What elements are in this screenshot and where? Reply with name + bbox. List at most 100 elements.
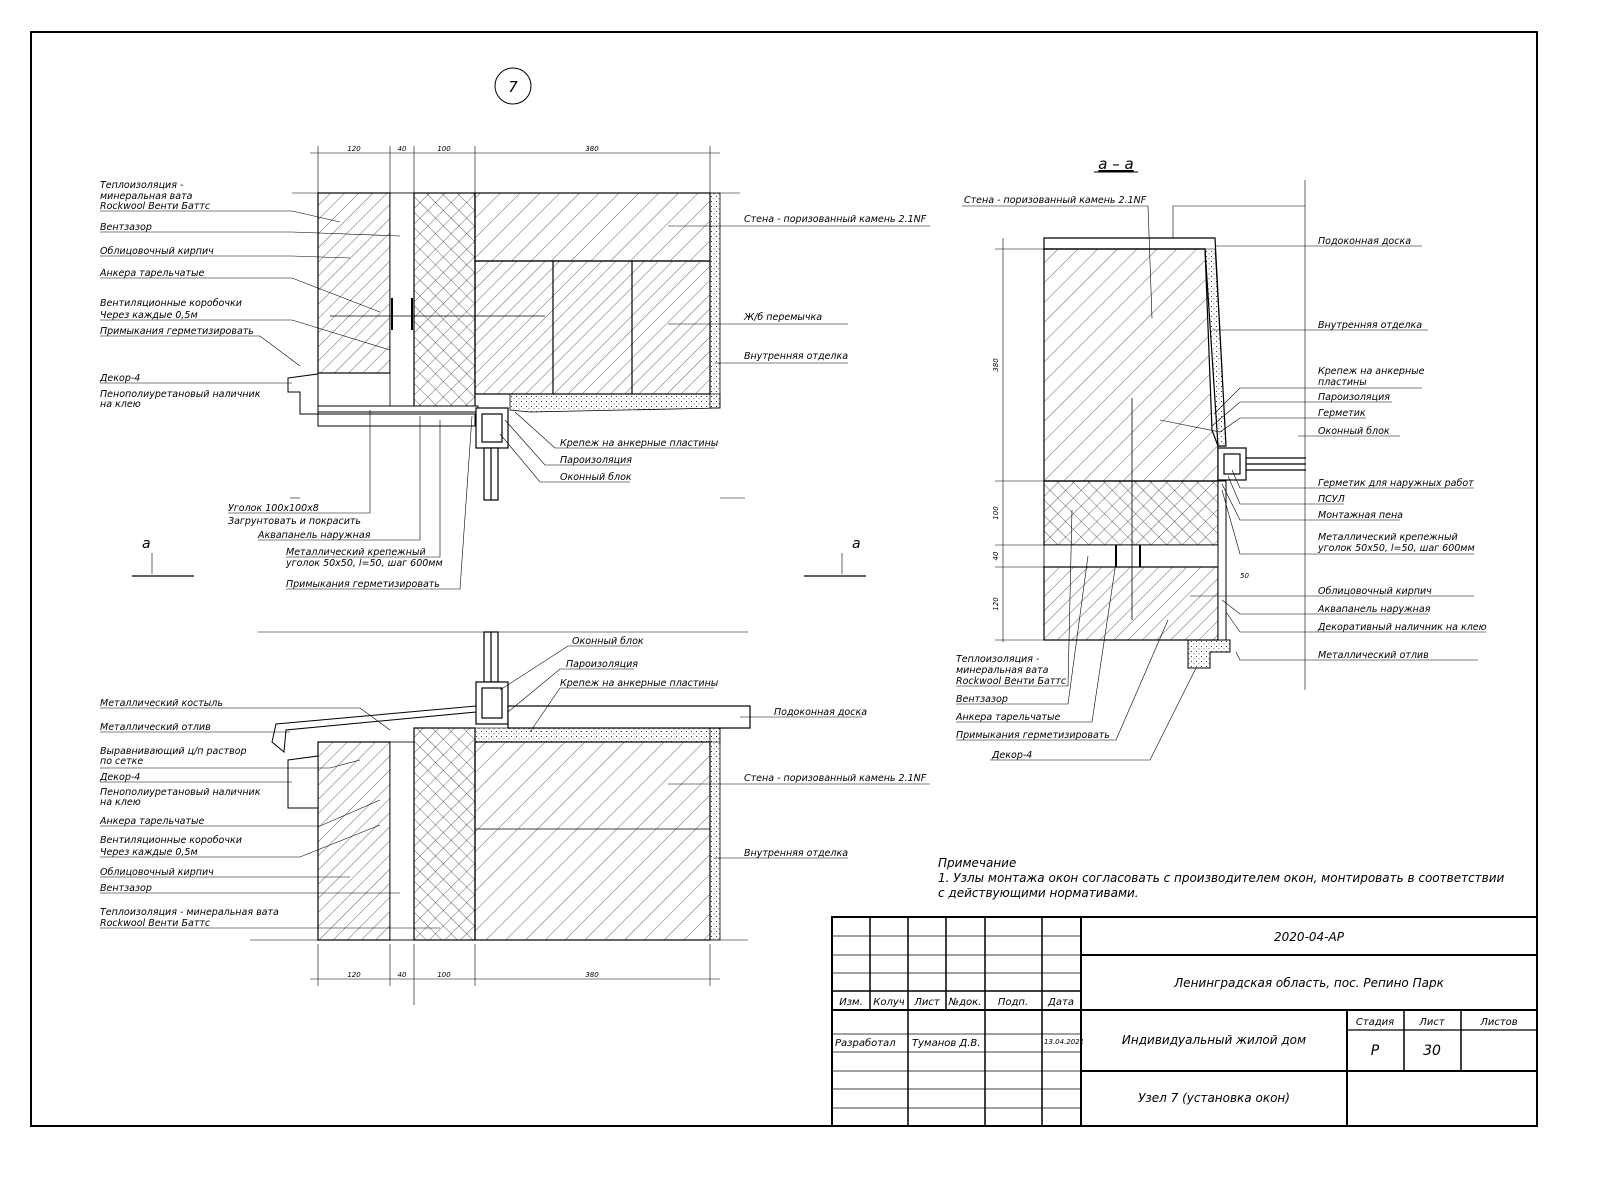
section-label-wall: Стена - поризованный камень 2.1NF xyxy=(964,195,1147,206)
title-block xyxy=(831,916,1538,1127)
lower-interior-finish xyxy=(709,727,721,941)
upper-facing-brick xyxy=(317,192,391,374)
stage-value: Р xyxy=(1371,1043,1380,1059)
sheet-title: Узел 7 (установка окон) xyxy=(1138,1091,1290,1105)
section-label-decor-casing: Декоративный наличник на клею xyxy=(1317,622,1487,633)
lower-label-vapor-barrier: Пароизоляция xyxy=(566,659,638,670)
upper-dim-120: 120 xyxy=(347,145,361,153)
lower-label-mortar-1: Выравнивающий ц/п раствор xyxy=(100,746,247,757)
section-a-a: а – а 380 100 40 120 50 xyxy=(955,155,1487,761)
upper-label-seal-joints-2: Примыкания герметизировать xyxy=(286,579,440,590)
lower-right-leaders xyxy=(668,716,930,859)
section-dim-120: 120 xyxy=(992,597,1000,611)
upper-label-aquapanel: Аквапанель наружная xyxy=(257,530,371,541)
section-dim-380: 380 xyxy=(992,358,1000,372)
section-main-wall xyxy=(1043,248,1219,482)
developer-date: 13.04.2021 xyxy=(1044,1038,1084,1046)
upper-label-bracket-1: Металлический крепежный xyxy=(286,547,426,558)
lower-dim-100: 100 xyxy=(437,971,451,979)
sheet-frame xyxy=(30,31,1538,1127)
section-cut-left xyxy=(132,553,194,577)
note-line-2: с действующими нормативами. xyxy=(938,886,1139,900)
lower-label-anchors: Анкера тарельчатые xyxy=(99,816,205,827)
section-label-anchor-plates-2: пластины xyxy=(1318,377,1367,388)
upper-bottom-leaders xyxy=(228,410,473,590)
upper-label-lintel: Ж/б перемычка xyxy=(743,312,822,323)
upper-label-vent-boxes-1: Вентиляционные коробочки xyxy=(100,298,242,309)
upper-label-angle-1: Уголок 100х100х8 xyxy=(228,503,319,514)
section-right-leaders xyxy=(1159,245,1486,661)
section-label-anchors: Анкера тарельчатые xyxy=(955,712,1061,723)
upper-steel-angle xyxy=(317,405,479,413)
lower-dim-380: 380 xyxy=(585,971,599,979)
upper-label-insulation-1: Теплоизоляция - xyxy=(100,180,184,191)
upper-label-anchors: Анкера тарельчатые xyxy=(99,268,205,279)
lower-insulation xyxy=(413,727,476,941)
lower-label-casing-2: на клею xyxy=(100,797,141,808)
section-label-insulation-3: Rockwool Венти Баттс xyxy=(956,676,1067,687)
section-insulation xyxy=(1043,480,1219,546)
lower-label-casing-1: Пенополиуретановый наличник xyxy=(100,787,261,798)
upper-left-leaders xyxy=(100,210,401,384)
upper-label-window-block: Оконный блок xyxy=(560,472,632,483)
upper-label-insulation-3: Rockwool Венти Баттс xyxy=(100,201,211,212)
lower-label-decor: Декор-4 xyxy=(99,772,140,783)
lower-top-leaders xyxy=(499,645,714,733)
lower-label-sill-board: Подоконная доска xyxy=(774,707,867,718)
section-dim-40: 40 xyxy=(992,551,1000,560)
upper-anchors xyxy=(391,298,413,330)
note-title: Примечание xyxy=(938,856,1016,870)
lower-label-vent-boxes-1: Вентиляционные коробочки xyxy=(100,835,242,846)
sheets-label: Листов xyxy=(1479,1017,1517,1028)
section-label-vent-gap: Вентзазор xyxy=(956,694,1008,705)
lower-plaster xyxy=(474,727,721,743)
section-label-facing-brick: Облицовочный кирпич xyxy=(1318,586,1432,597)
section-vent-gap xyxy=(1043,544,1219,568)
developer-role: Разработал xyxy=(835,1037,896,1049)
upper-label-seal-joints: Примыкания герметизировать xyxy=(100,326,254,337)
section-mark-right: а xyxy=(852,536,861,552)
upper-main-wall xyxy=(474,192,711,262)
upper-label-vent-boxes-2: Через каждые 0,5м xyxy=(100,310,198,321)
upper-label-interior-finish: Внутренняя отделка xyxy=(744,351,848,362)
stage-label: Стадия xyxy=(1356,1017,1394,1028)
section-label-decor: Декор-4 xyxy=(991,750,1032,761)
project-location: Ленинградская область, пос. Репино Парк xyxy=(1173,976,1444,990)
upper-window-block xyxy=(475,407,509,501)
lower-decor-4 xyxy=(287,755,319,809)
section-aquapanel xyxy=(1217,480,1227,641)
lower-dim-120: 120 xyxy=(347,971,361,979)
lower-label-bracket: Металлический костыль xyxy=(100,698,223,709)
section-window-block xyxy=(1217,447,1306,481)
upper-dim-380: 380 xyxy=(585,145,599,153)
upper-label-vent-gap: Вентзазор xyxy=(100,222,152,233)
section-label-sill-board: Подоконная доска xyxy=(1318,236,1411,247)
upper-interior-finish xyxy=(709,192,721,409)
lower-left-leaders xyxy=(100,707,440,929)
section-label-metal-drip: Металлический отлив xyxy=(1318,650,1429,661)
section-label-sealant: Герметик xyxy=(1318,408,1366,419)
section-facing-brick xyxy=(1043,566,1219,641)
header-change: Изм. xyxy=(839,997,863,1008)
upper-label-casing-2: на клею xyxy=(100,399,141,410)
upper-dimension-line xyxy=(310,146,720,200)
lower-facing-brick xyxy=(317,741,391,941)
upper-label-vapor-barrier: Пароизоляция xyxy=(560,455,632,466)
header-doc: №док. xyxy=(948,997,982,1008)
section-label-bracket-1: Металлический крепежный xyxy=(1318,532,1458,543)
header-sheet: Лист xyxy=(913,997,941,1008)
section-interior-finish xyxy=(1204,248,1227,447)
sheet-label: Лист xyxy=(1418,1017,1446,1028)
lower-label-vent-gap: Вентзазор xyxy=(100,883,152,894)
upper-label-decor: Декор-4 xyxy=(99,373,140,384)
upper-center-leaders xyxy=(499,411,715,483)
upper-label-bracket-2: уголок 50х50, l=50, шаг 600мм xyxy=(285,558,443,569)
section-left-leaders xyxy=(956,509,1197,761)
section-label-outdoor-sealant: Герметик для наружных работ xyxy=(1318,478,1474,489)
lower-main-wall xyxy=(474,741,711,941)
note-block: Примечание 1. Узлы монтажа окон согласов… xyxy=(938,856,1505,900)
upper-right-leaders xyxy=(668,225,930,364)
lower-sill-board xyxy=(507,705,751,729)
lower-label-mortar-2: по сетке xyxy=(100,756,143,767)
